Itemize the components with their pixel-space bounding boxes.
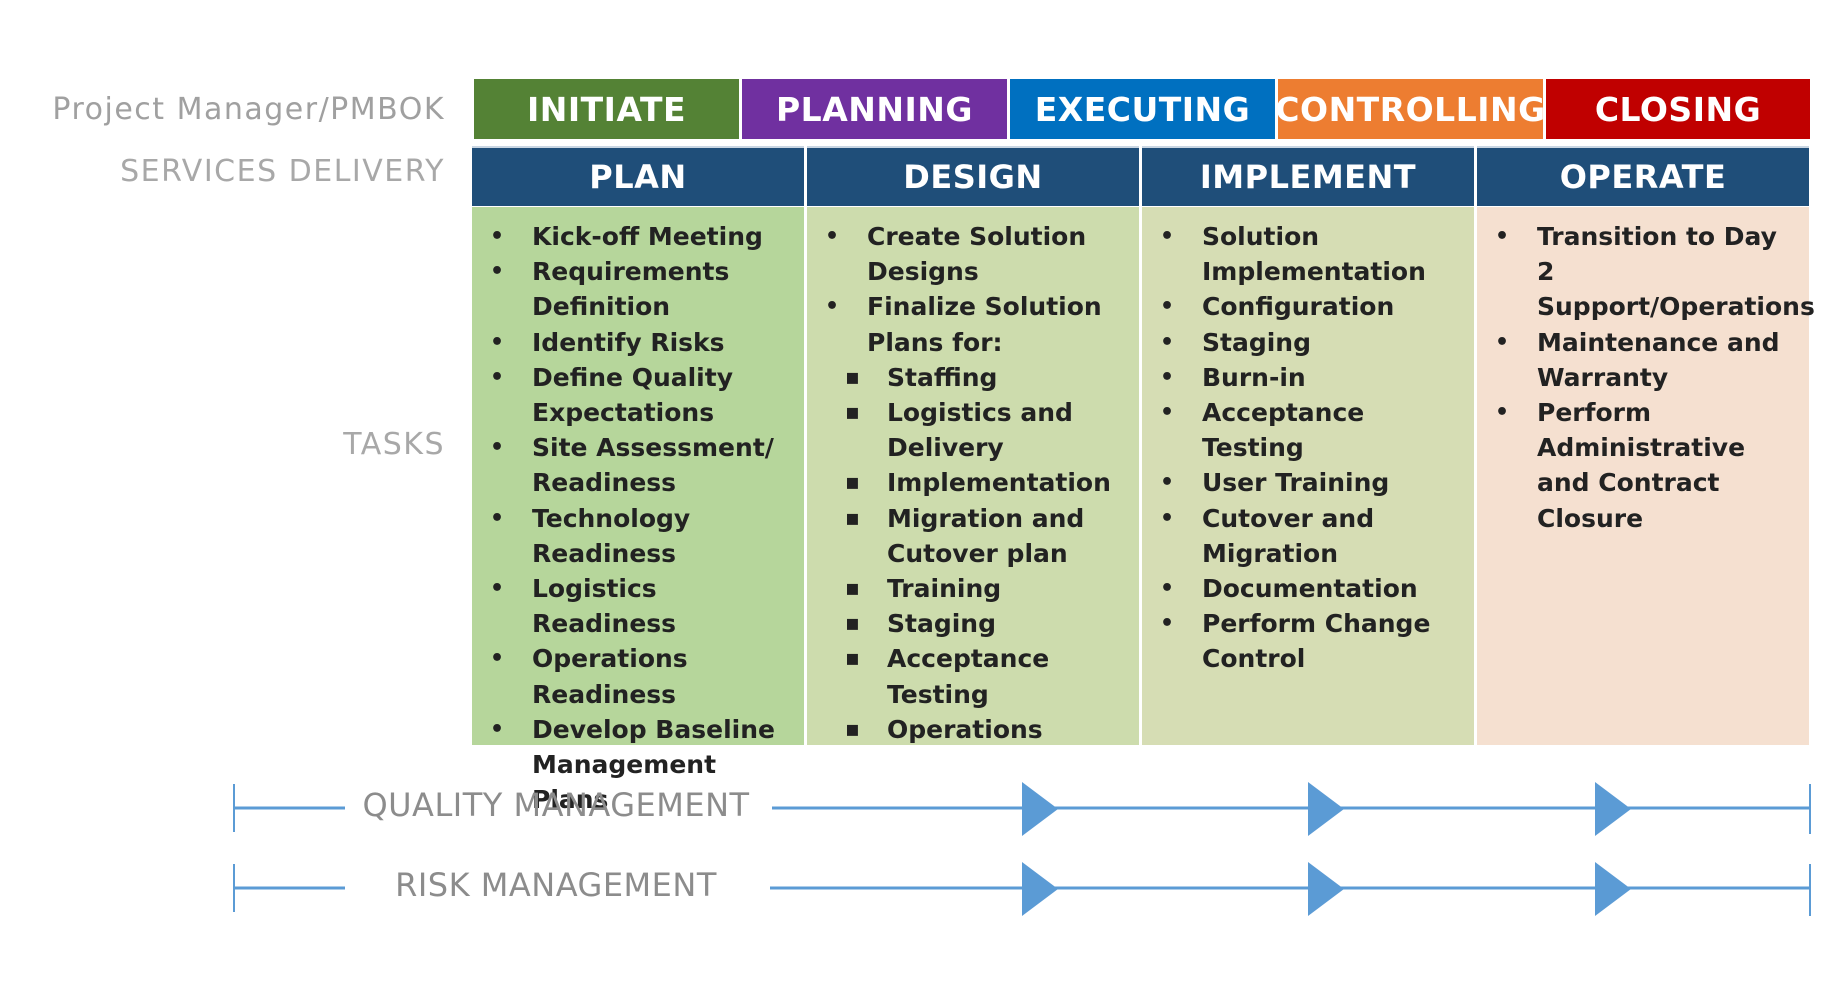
tasks-operate-list: Transition to Day 2 Support/Operations M… [1485,219,1815,536]
services-delivery-row-label: SERVICES DELIVERY [120,154,445,189]
list-item: Perform Administrative and Contract Clos… [1485,395,1801,536]
tasks-implement-list: Solution Implementation Configuration St… [1150,219,1466,677]
list-item: Create Solution Designs [815,219,1131,289]
list-item: Transition to Day 2 Support/Operations [1485,219,1815,325]
phase-executing: EXECUTING [1010,79,1275,139]
sub-list-item: Logistics and Delivery [815,395,1131,465]
sub-list-item: Training [815,571,1131,606]
sub-list-item: Acceptance Testing [815,641,1131,711]
list-item: Identify Risks [480,325,796,360]
milestone-arrow-icon [1022,782,1058,836]
risk-management-label: RISK MANAGEMENT [395,866,717,904]
sub-list-item: Implementation [815,465,1131,500]
tasks-plan-list: Kick-off Meeting Requirements Definition… [480,219,796,817]
phase-controlling: CONTROLLING [1275,79,1545,139]
list-item: Cutover and Migration [1150,501,1466,571]
quality-management-label: QUALITY MANAGEMENT [362,786,750,824]
list-item: Develop Baseline Management Plans [480,712,796,818]
list-item: Kick-off Meeting [480,219,796,254]
sub-list-item: Staffing [815,360,1131,395]
tasks-implement-column: Solution Implementation Configuration St… [1142,207,1474,745]
list-item: Solution Implementation [1150,219,1466,289]
phase-initiate: INITIATE [474,79,739,139]
milestone-arrow-icon [1308,862,1344,916]
risk-management-timeline [233,862,1811,916]
list-item: Site Assessment/ Readiness [480,430,796,500]
sub-list-item: Operations [815,712,1131,747]
milestone-arrow-icon [1308,782,1344,836]
tasks-plan-column: Kick-off Meeting Requirements Definition… [472,207,804,814]
list-item: Maintenance and Warranty [1485,325,1801,395]
sub-list-item: Migration and Cutover plan [815,501,1131,571]
tasks-operate-column: Transition to Day 2 Support/Operations M… [1477,207,1815,745]
service-design: DESIGN [807,146,1139,206]
list-item: Documentation [1150,571,1466,606]
sub-list-item: Staging [815,606,1131,641]
milestone-arrow-icon [1595,862,1631,916]
quality-management-timeline [233,782,1811,836]
tasks-design-list: Create Solution Designs Finalize Solutio… [815,219,1131,747]
list-item: Staging [1150,325,1466,360]
list-item: Operations Readiness [480,641,796,711]
list-item: Perform Change Control [1150,606,1466,676]
milestone-arrow-icon [1595,782,1631,836]
service-plan: PLAN [472,146,804,206]
list-item: User Training [1150,465,1466,500]
service-implement: IMPLEMENT [1142,146,1474,206]
list-item: Technology Readiness [480,501,796,571]
pmbok-row-label: Project Manager/PMBOK [52,92,445,127]
list-item: Acceptance Testing [1150,395,1466,465]
list-item: Requirements Definition [480,254,796,324]
list-item: Burn-in [1150,360,1466,395]
phase-planning: PLANNING [742,79,1007,139]
tasks-design-column: Create Solution Designs Finalize Solutio… [807,207,1139,747]
list-item: Finalize Solution Plans for: [815,289,1131,359]
list-item: Logistics Readiness [480,571,796,641]
list-item: Define Quality Expectations [480,360,796,430]
list-item: Configuration [1150,289,1466,324]
milestone-arrow-icon [1022,862,1058,916]
tasks-row-label: TASKS [343,427,445,462]
phase-closing: CLOSING [1546,79,1810,139]
service-operate: OPERATE [1477,146,1809,206]
